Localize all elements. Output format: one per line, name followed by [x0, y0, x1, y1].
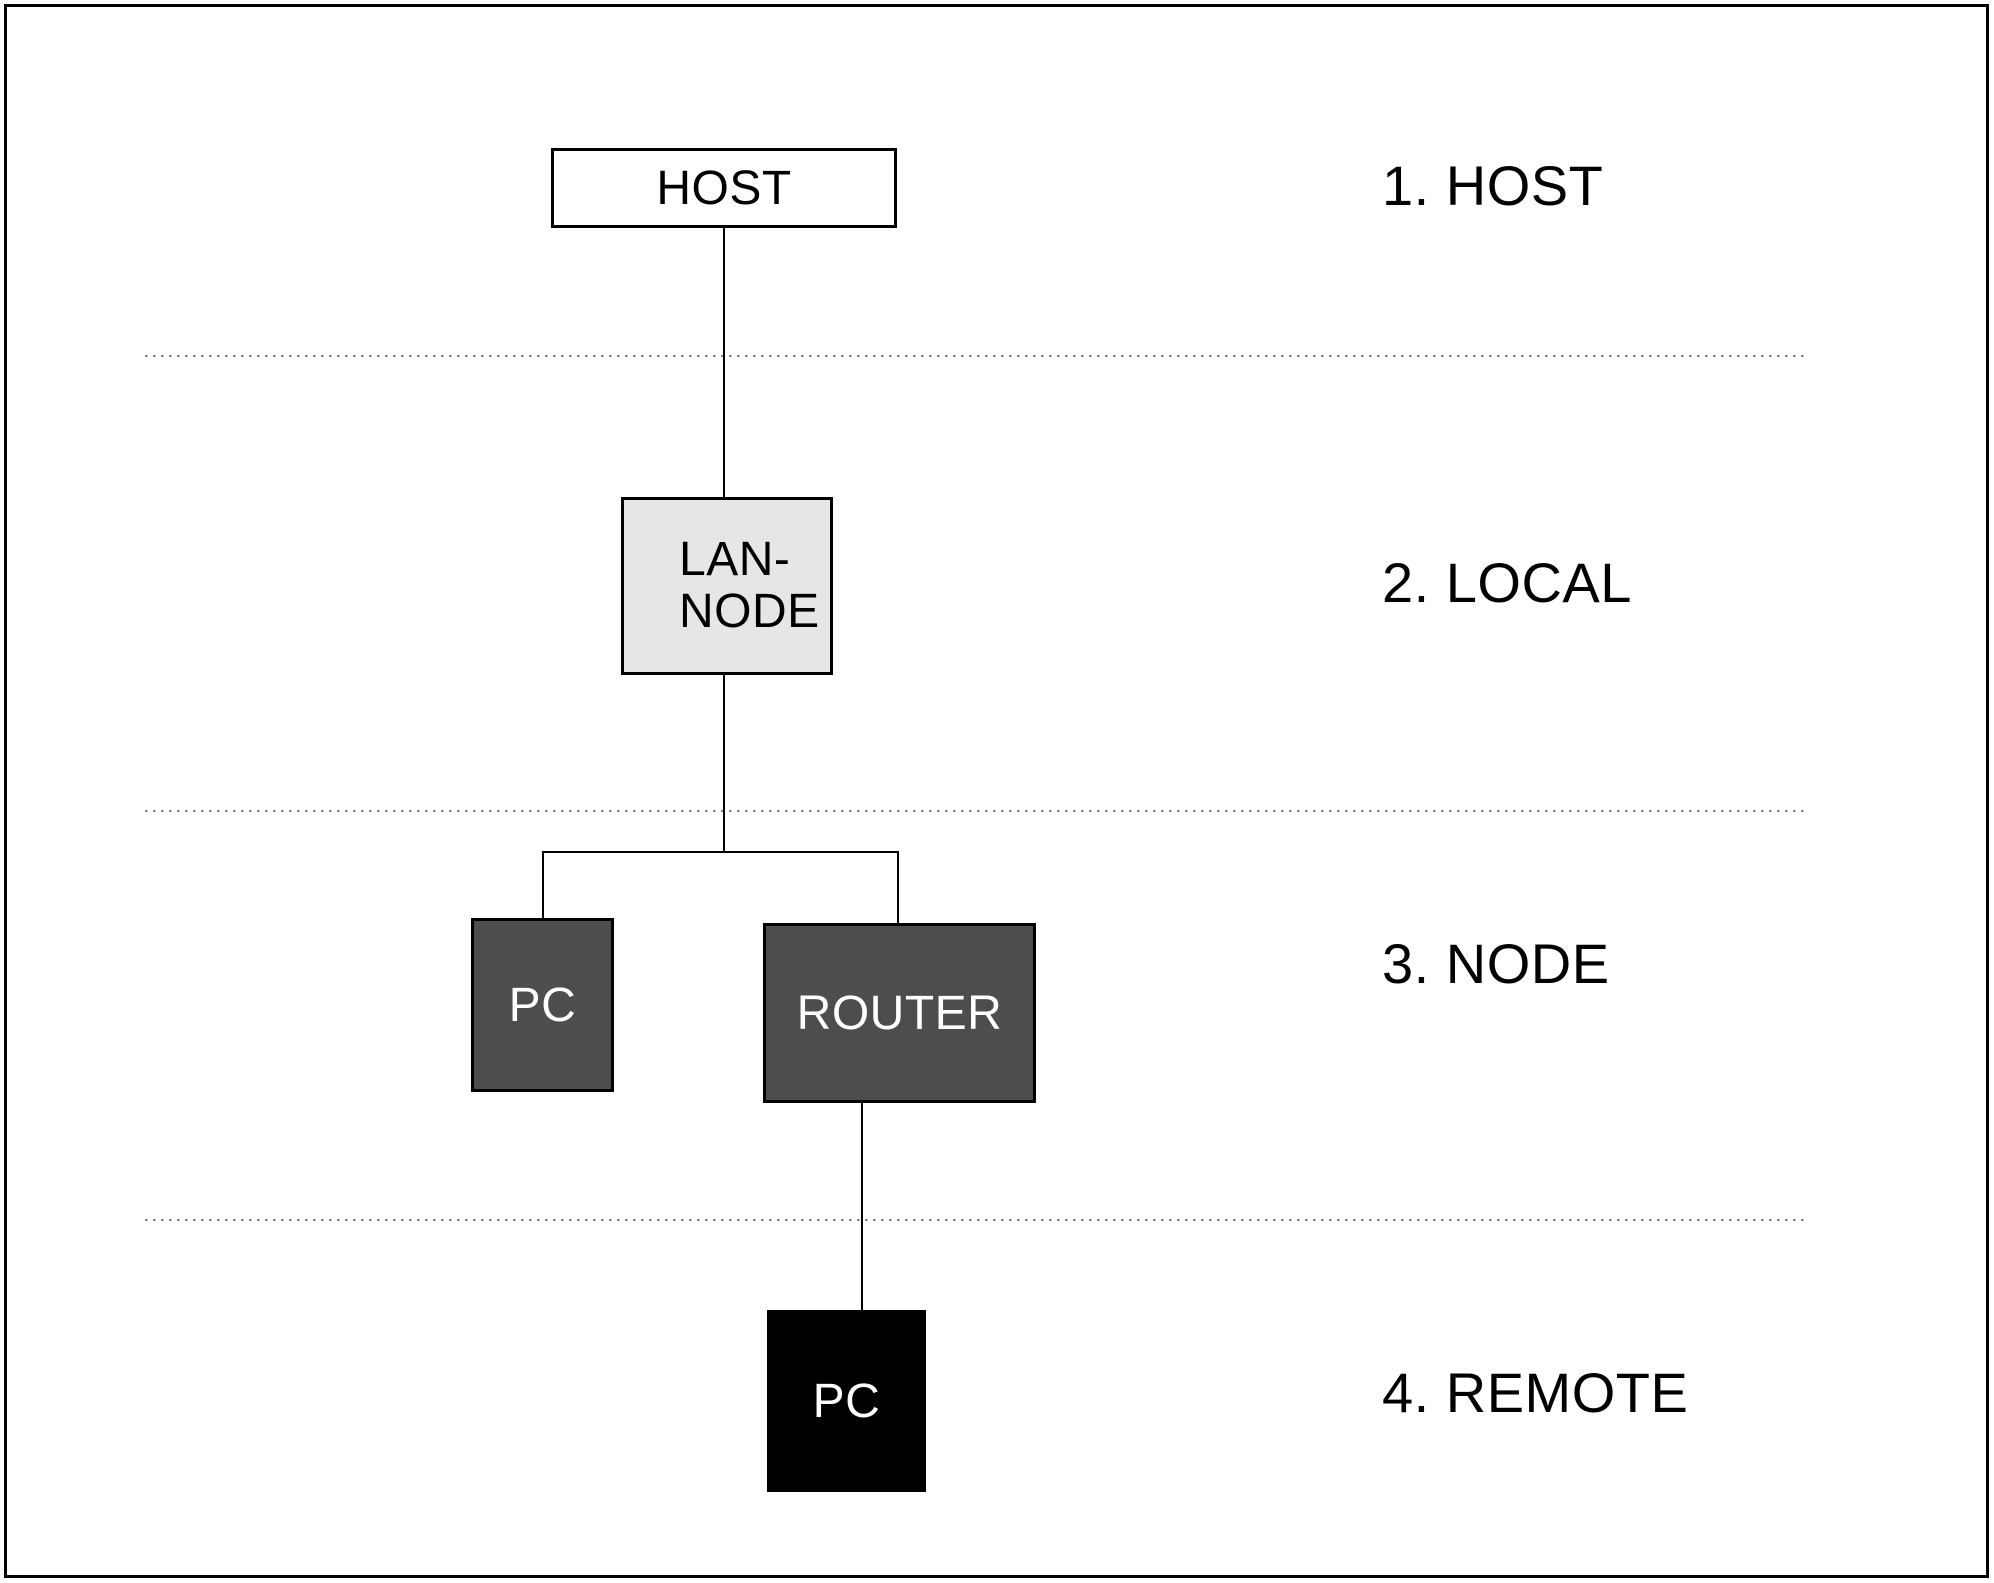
router-node-label: ROUTER — [796, 986, 1003, 1040]
tier-divider-3 — [145, 1219, 1808, 1221]
connector-branch-to-pc — [542, 851, 544, 918]
connector-branch-to-router — [897, 851, 899, 923]
connector-host-to-lannode — [723, 228, 725, 497]
lan-node-label-line2: NODE — [679, 585, 820, 638]
lan-node-label-line1: LAN- — [679, 533, 791, 586]
tier-divider-2 — [145, 810, 1808, 812]
connector-lannode-to-branch — [723, 675, 725, 852]
tier-divider-1 — [145, 355, 1808, 357]
lan-node-box: LAN- NODE — [621, 497, 833, 675]
router-node-box: ROUTER — [763, 923, 1036, 1103]
outer-frame — [4, 4, 1989, 1578]
tier-label-local: 2. LOCAL — [1382, 551, 1632, 614]
tier-label-host: 1. HOST — [1382, 154, 1604, 217]
local-pc-node-label: PC — [508, 978, 577, 1032]
tier-label-node: 3. NODE — [1382, 932, 1610, 995]
remote-pc-node-box: PC — [767, 1310, 926, 1492]
connector-router-to-remote-pc — [861, 1103, 863, 1310]
host-node-box: HOST — [551, 148, 897, 228]
tier-label-remote: 4. REMOTE — [1382, 1361, 1689, 1424]
host-node-label: HOST — [656, 161, 792, 215]
local-pc-node-box: PC — [471, 918, 614, 1092]
connector-branch-horizontal — [542, 851, 899, 853]
remote-pc-node-label: PC — [812, 1374, 881, 1428]
